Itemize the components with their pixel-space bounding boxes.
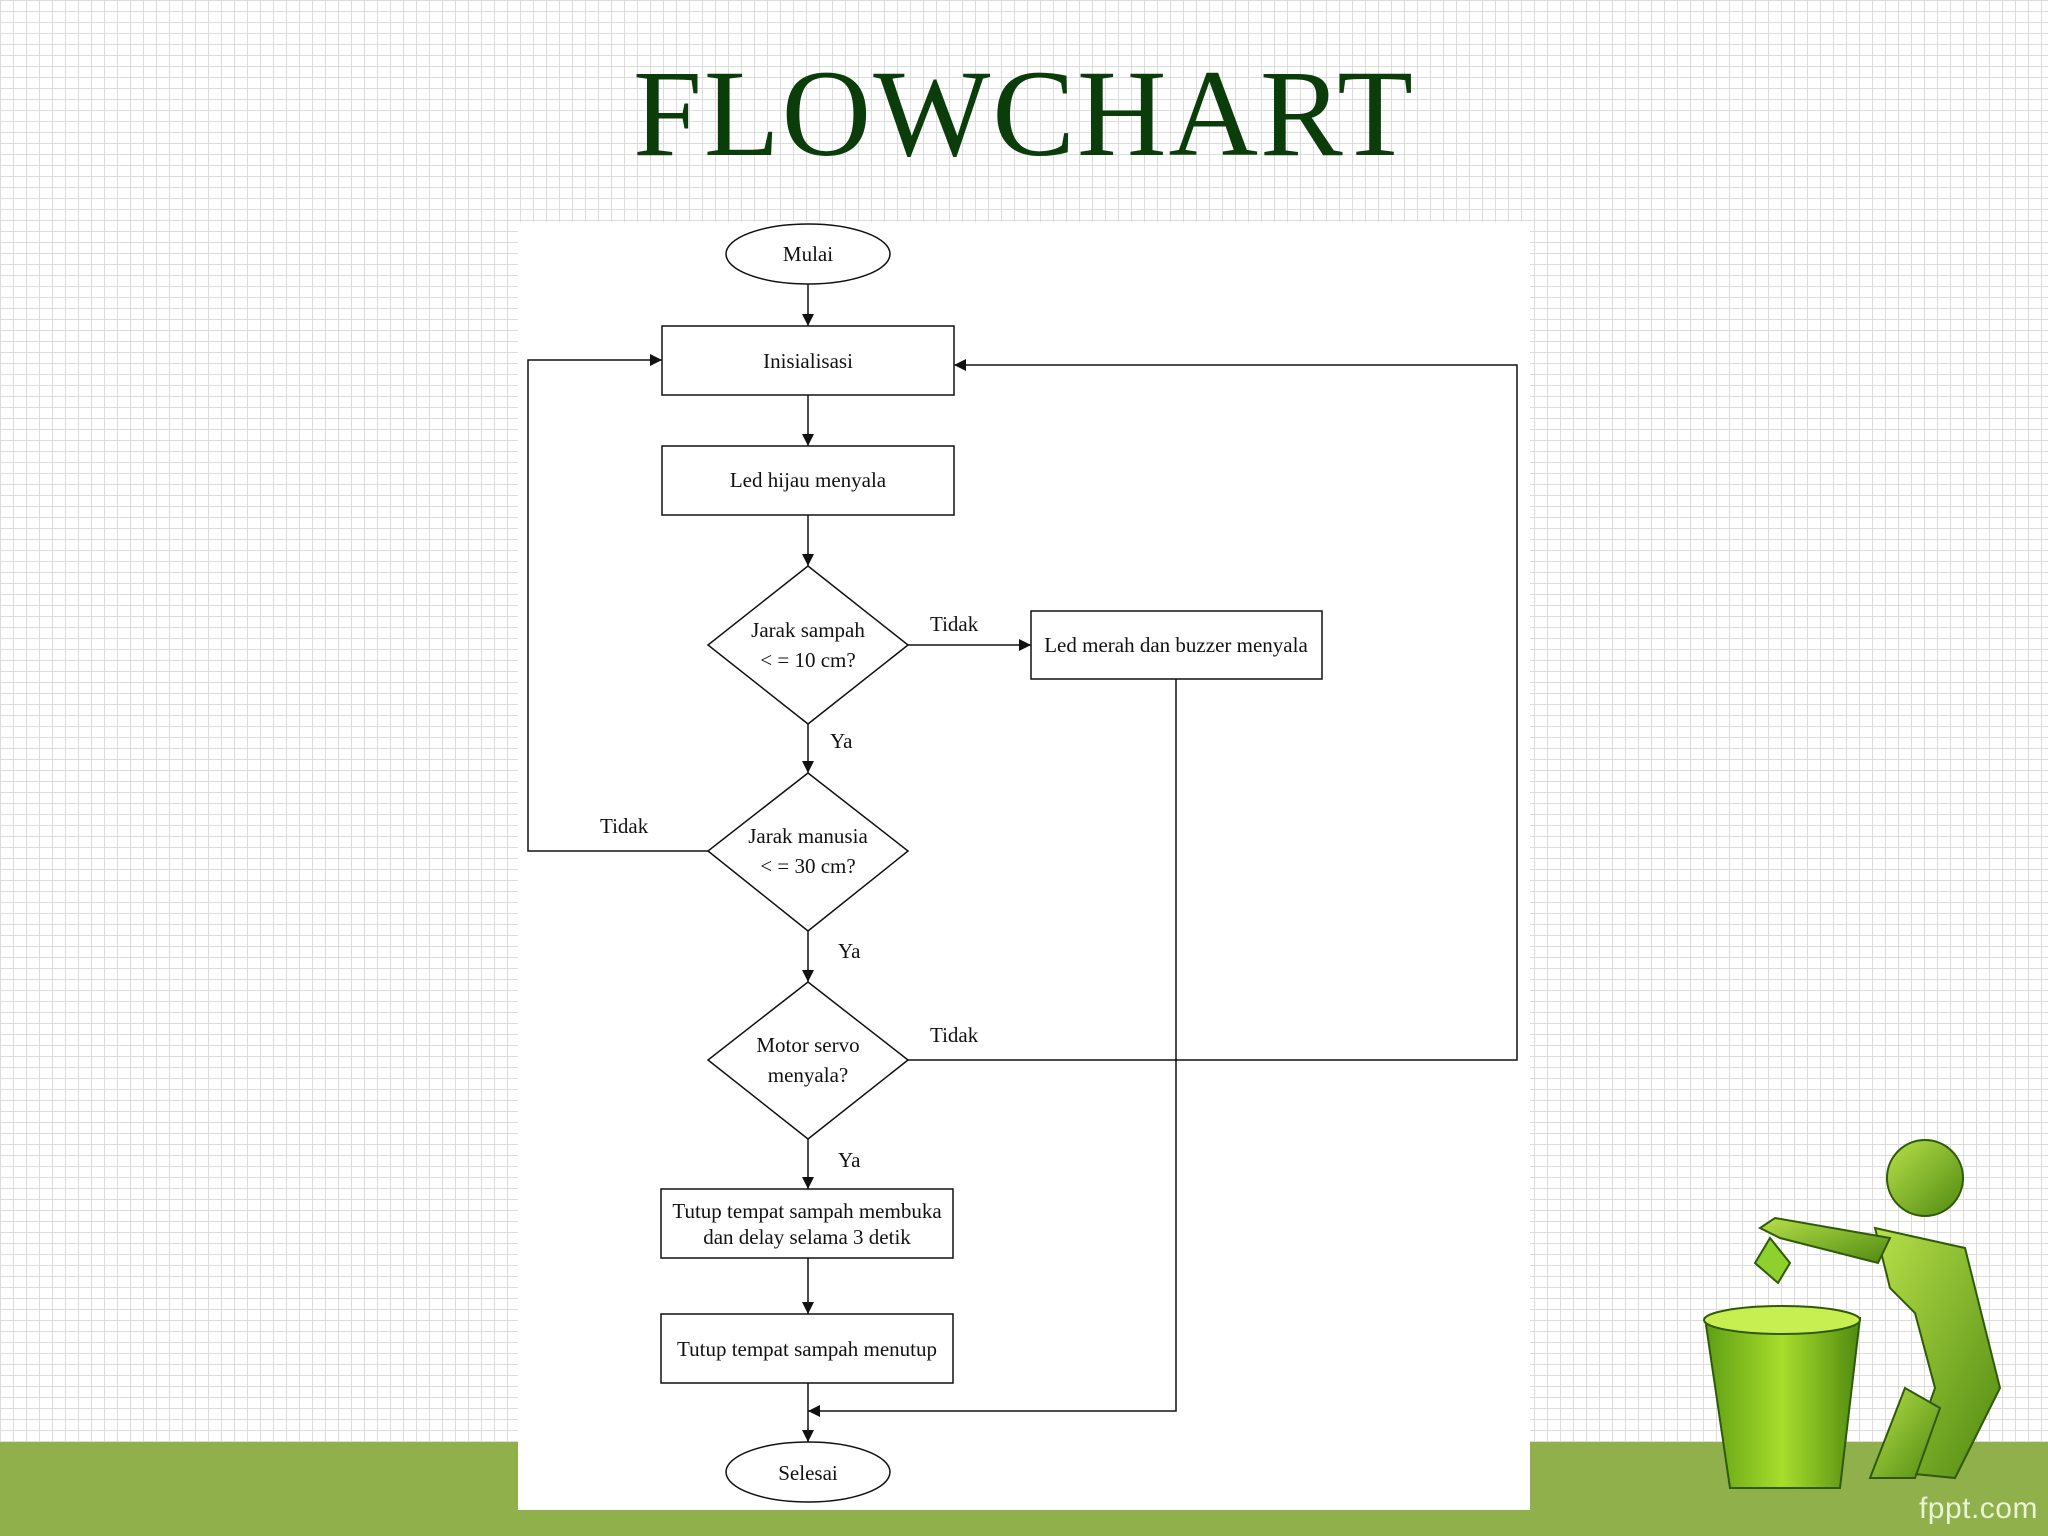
- lid-open-text-2: dan delay selama 3 detik: [703, 1225, 911, 1249]
- watermark: fppt.com: [1918, 1492, 2038, 1525]
- decision-human-distance: [706, 772, 910, 932]
- flowchart-diagram: Mulai Inisialisasi Led hijau menyala Jar…: [527, 223, 1518, 1503]
- decision-servo-text-1: Motor servo: [756, 1033, 859, 1057]
- lid-close-process: [660, 1313, 954, 1384]
- start-text: Mulai: [783, 242, 833, 266]
- decision-trash-distance: [706, 565, 910, 725]
- led-red-text: Led merah dan buzzer menyala: [1044, 633, 1308, 657]
- decision-human-text-2: < = 30 cm?: [760, 854, 855, 878]
- label-trash-yes: Ya: [830, 729, 853, 753]
- flowchart-panel: Mulai Inisialisasi Led hijau menyala Jar…: [518, 222, 1530, 1510]
- bin-icon: [1703, 1317, 1862, 1489]
- init-text: Inisialisasi: [763, 349, 853, 373]
- decision-human-text-1: Jarak manusia: [748, 824, 868, 848]
- arrow-servo-no: [908, 359, 1518, 1061]
- label-human-yes: Ya: [838, 939, 861, 963]
- lid-close-text: Tutup tempat sampah menutup: [677, 1337, 937, 1361]
- label-servo-no: Tidak: [930, 1023, 979, 1047]
- decision-trash-text-1: Jarak sampah: [751, 618, 865, 642]
- lid-open-text-1: Tutup tempat sampah membuka: [672, 1199, 942, 1223]
- lid-open-process: [660, 1188, 954, 1259]
- decision-trash-text-2: < = 10 cm?: [760, 648, 855, 672]
- decision-servo-text-2: menyala?: [768, 1063, 848, 1087]
- arrow-led-red-merge: [808, 679, 1177, 1417]
- figure-head: [1886, 1139, 1964, 1217]
- decision-servo: [706, 981, 910, 1140]
- trash-figure-logo: [1703, 1139, 2002, 1489]
- end-text: Selesai: [778, 1461, 838, 1485]
- slide-title: FLOWCHART: [632, 45, 1416, 182]
- falling-trash: [1753, 1236, 1792, 1285]
- label-servo-yes: Ya: [838, 1148, 861, 1172]
- bin-rim: [1703, 1305, 1861, 1335]
- arrow-human-no: [527, 354, 708, 852]
- figure-leg: [1868, 1386, 1942, 1479]
- led-green-text: Led hijau menyala: [730, 468, 887, 492]
- figure-arm: [1758, 1216, 1892, 1265]
- led-red-process: [1030, 610, 1323, 680]
- label-trash-no: Tidak: [930, 612, 979, 636]
- led-green-process: [661, 445, 955, 516]
- label-human-no: Tidak: [600, 814, 649, 838]
